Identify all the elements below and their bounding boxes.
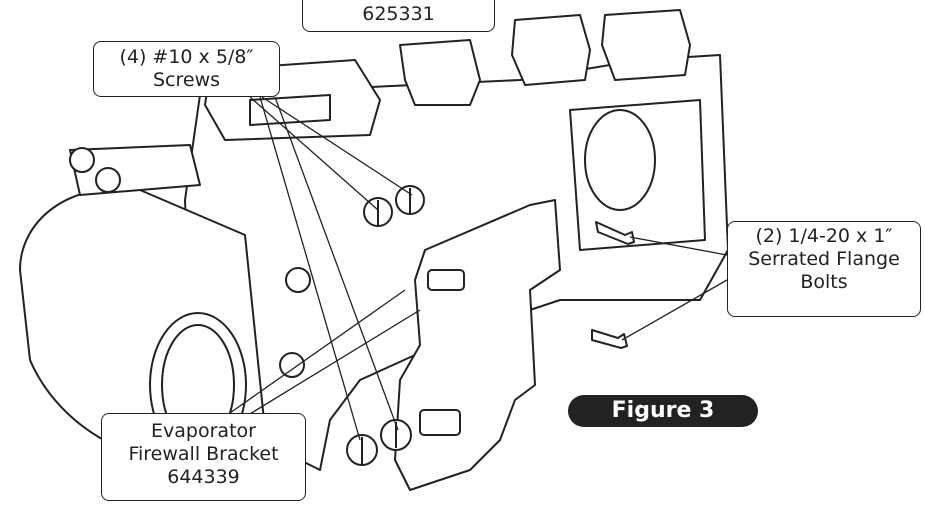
bracket-name-label-1: Evaporator <box>151 420 256 442</box>
leader-screws-4 <box>274 96 399 431</box>
callout-top-part: 625331 <box>302 0 495 32</box>
leader-bracket-1 <box>219 289 406 421</box>
actuator-1 <box>399 39 481 106</box>
leader-screws-3 <box>259 96 361 441</box>
callout-screws: (4) #10 x 5/8″ Screws <box>93 41 280 97</box>
leader-bolts-2 <box>621 279 728 341</box>
bolts-name-label: Bolts <box>800 271 848 293</box>
bracket-name-label-2: Firewall Bracket <box>128 443 279 465</box>
top-part-number: 625331 <box>362 3 435 25</box>
figure-label: Figure 3 <box>568 395 758 427</box>
bolts-quantity-label: (2) 1/4-20 x 1″ <box>755 225 893 247</box>
leader-screws-2 <box>261 96 413 196</box>
bracket-part-number: 644339 <box>167 466 240 488</box>
bolts-type-label: Serrated Flange <box>748 248 900 270</box>
leader-bolts-1 <box>629 236 728 256</box>
screws-group <box>346 185 425 466</box>
callout-bracket: Evaporator Firewall Bracket 644339 <box>101 413 306 501</box>
actuator-3 <box>601 9 691 81</box>
leader-screws-1 <box>249 96 379 211</box>
bolts-group <box>591 221 635 349</box>
leader-bracket-2 <box>239 309 421 421</box>
actuator-2 <box>511 14 591 86</box>
callout-bolts: (2) 1/4-20 x 1″ Serrated Flange Bolts <box>727 221 921 317</box>
screws-name-label: Screws <box>152 69 221 91</box>
screws-quantity-label: (4) #10 x 5/8″ <box>119 46 254 68</box>
